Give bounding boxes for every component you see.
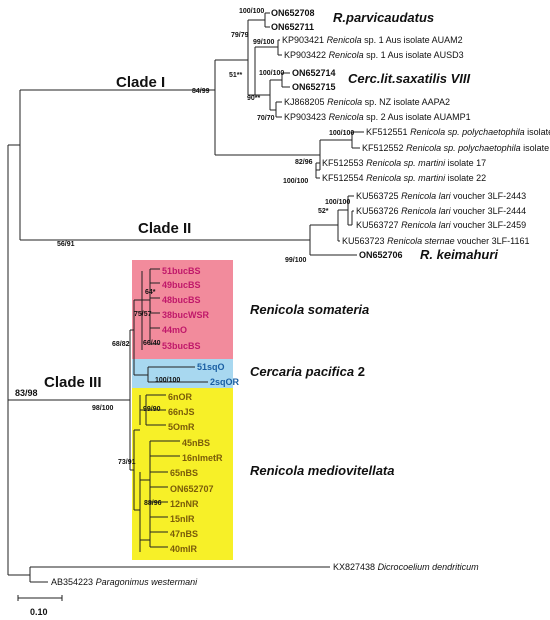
renicola-mediovitellata-box	[132, 388, 233, 560]
tip-12nNR: 12nNR	[170, 499, 199, 509]
support-aus1: 99/100	[253, 39, 275, 46]
support-c70: 70/70	[257, 115, 275, 122]
tip-38bucWSR: 38bucWSR	[162, 310, 210, 320]
label-mediovitellata: Renicola mediovitellata	[250, 463, 395, 478]
tip-kf512554: KF512554 Renicola sp. martini isolate 22	[322, 173, 486, 183]
tip-on652707: ON652707	[170, 484, 214, 494]
tip-kp903421: KP903421 Renicola sp. 1 Aus isolate AUAM…	[282, 35, 463, 45]
label-parvicaudatus: R.parvicaudatus	[333, 10, 434, 25]
mediovitellata-leaders	[140, 268, 180, 548]
support-pacif: 100/100	[155, 377, 180, 384]
tip-ab354223: AB354223 Paragonimus westermani	[51, 577, 198, 587]
support-c52: 52*	[318, 208, 329, 215]
tip-66nJS: 66nJS	[168, 407, 195, 417]
renicola-somateria-box	[132, 260, 233, 359]
tip-kf512552: KF512552 Renicola sp. polychaetophila is…	[362, 143, 549, 153]
cercaria-pacifica-box	[132, 359, 233, 388]
tip-45nBS: 45nBS	[182, 438, 210, 448]
support-parvi: 100/100	[239, 8, 264, 15]
support-c90: 90**	[247, 95, 261, 102]
tip-ku563727: KU563727 Renicola lari voucher 3LF-2459	[356, 220, 526, 230]
tip-on652708: ON652708	[271, 8, 315, 18]
support-c75: 75/57	[134, 311, 152, 318]
tree-branches	[7, 12, 364, 601]
support-clade2: 99/100	[285, 257, 307, 264]
support-lari: 100/100	[325, 199, 350, 206]
tip-5OmR: 5OmR	[168, 422, 195, 432]
clade-3-label: Clade III	[44, 374, 102, 391]
tip-kp903423: KP903423 Renicola sp. 2 Aus isolate AUAM…	[284, 112, 471, 122]
label-keimahuri: R. keimahuri	[420, 247, 498, 262]
tip-48bucBS: 48bucBS	[162, 295, 201, 305]
support-clade3: 98/100	[92, 405, 114, 412]
tip-6nOR: 6nOR	[168, 392, 193, 402]
tip-on652711: ON652711	[271, 22, 314, 32]
tip-15nIR: 15nIR	[170, 514, 195, 524]
support-sax: 100/100	[259, 70, 284, 77]
tip-49bucBS: 49bucBS	[162, 280, 201, 290]
tip-kf512553: KF512553 Renicola sp. martini isolate 17	[322, 158, 486, 168]
support-c68: 68/82	[112, 341, 130, 348]
clade-2-label: Clade II	[138, 220, 191, 237]
support-poly: 100/100	[329, 130, 354, 137]
support-ingroup: 56/91	[57, 241, 75, 248]
clade-1-label: Clade I	[116, 74, 165, 91]
tip-44mO: 44mO	[162, 325, 187, 335]
support-c51: 51**	[229, 72, 243, 79]
tip-53bucBS: 53bucBS	[162, 341, 201, 351]
support-martini: 100/100	[283, 178, 308, 185]
scale-bar-label: 0.10	[30, 607, 48, 617]
label-somateria: Renicola somateria	[250, 302, 369, 317]
support-root: 83/98	[15, 388, 38, 398]
tip-40mIR: 40mIR	[170, 544, 198, 554]
tip-kp903422: KP903422 Renicola sp. 1 Aus isolate AUSD…	[284, 50, 464, 60]
tip-16nlmetR: 16nlmetR	[182, 453, 223, 463]
support-c88: 88/96	[144, 500, 162, 507]
label-pacifica: Cercaria pacifica 2	[250, 364, 365, 379]
tip-2sqOR: 2sqOR	[210, 377, 240, 387]
tip-kj868205: KJ868205 Renicola sp. NZ isolate AAPA2	[284, 97, 450, 107]
tip-51sqO: 51sqO	[197, 362, 225, 372]
tip-51bucBS: 51bucBS	[162, 266, 201, 276]
tip-on652714: ON652714	[292, 68, 336, 78]
tip-ku563723: KU563723 Renicola sternae voucher 3LF-11…	[342, 236, 530, 246]
support-c1-upper: 79/79	[231, 32, 249, 39]
support-c82: 82/96	[295, 159, 313, 166]
tip-ku563726: KU563726 Renicola lari voucher 3LF-2444	[356, 206, 526, 216]
tip-kf512551: KF512551 Renicola sp. polychaetophila is…	[366, 127, 550, 137]
tip-kx827438: KX827438 Dicrocoelium dendriticum	[333, 562, 479, 572]
tip-ku563725: KU563725 Renicola lari voucher 3LF-2443	[356, 191, 526, 201]
tip-on652706: ON652706	[359, 250, 403, 260]
support-c73: 73/91	[118, 459, 136, 466]
support-clade1: 84/99	[192, 88, 210, 95]
label-saxatilis: Cerc.lit.saxatilis VIII	[348, 71, 471, 86]
tip-on652715: ON652715	[292, 82, 336, 92]
tip-65nBS: 65nBS	[170, 468, 198, 478]
tip-47nBS: 47nBS	[170, 529, 198, 539]
